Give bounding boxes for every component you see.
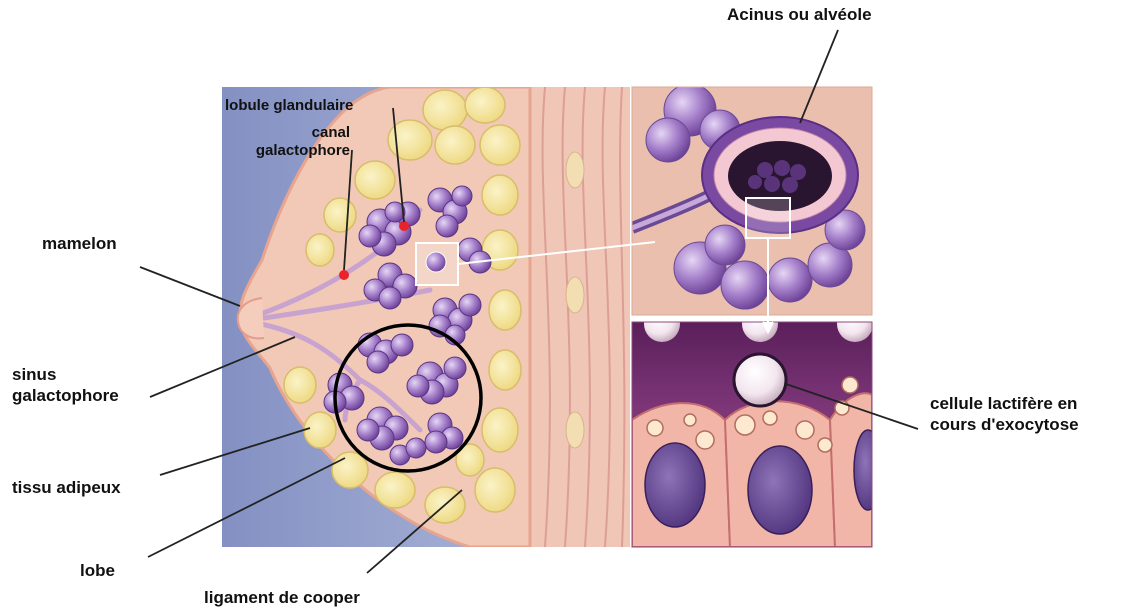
acinus-panel (632, 84, 872, 315)
label-lobe: lobe (80, 560, 115, 581)
label-lobule: lobule glandulaire (225, 97, 353, 115)
label-acinus: Acinus ou alvéole (727, 4, 872, 25)
label-sinus: sinus galactophore (12, 364, 119, 406)
zoom-box-cell (746, 198, 790, 238)
label-tissu: tissu adipeux (12, 477, 121, 498)
cell-exocytosis-panel (632, 306, 882, 547)
exocytosis-droplet (734, 354, 786, 406)
lobule-marker-dot (399, 221, 409, 231)
canal-marker-dot (339, 270, 349, 280)
label-canal: canal galactophore (248, 124, 350, 160)
label-mamelon: mamelon (42, 233, 117, 254)
label-cellule: cellule lactifère en cours d'exocytose (930, 393, 1079, 435)
label-ligament: ligament de cooper (204, 587, 360, 608)
